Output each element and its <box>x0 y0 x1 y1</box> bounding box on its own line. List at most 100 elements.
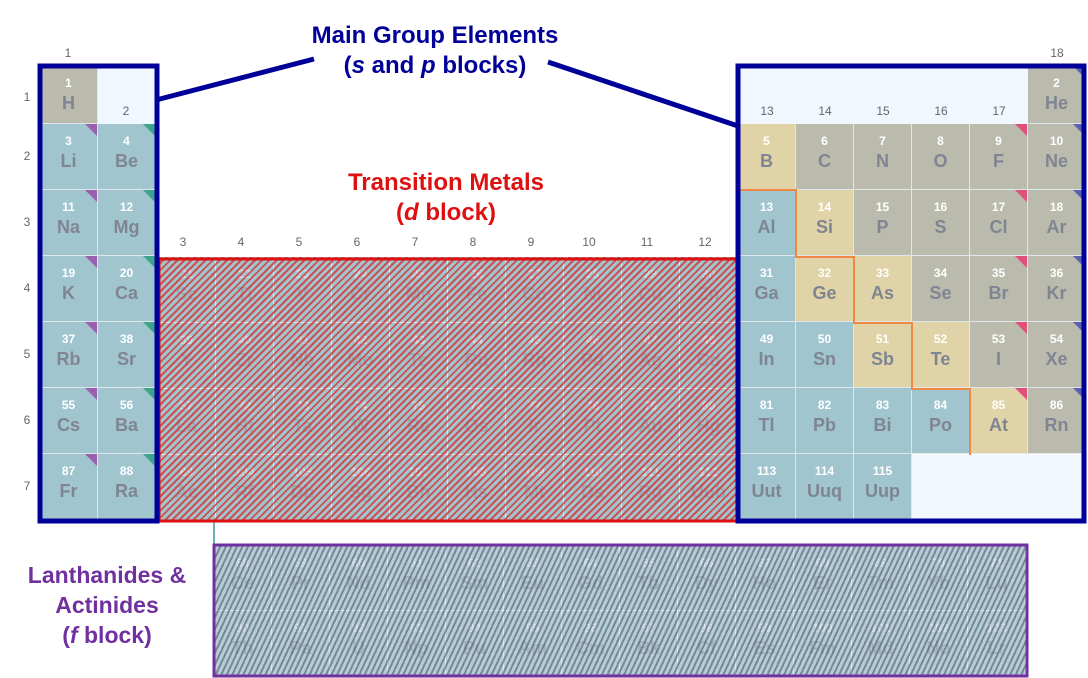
element-symbol: Sn <box>812 349 836 369</box>
noble-marker-icon <box>1073 388 1085 400</box>
element-symbol: Rb <box>56 349 81 369</box>
element-symbol: Rn <box>1044 415 1069 435</box>
f-block-title-line2: Actinides <box>55 592 159 618</box>
alkaline-marker-icon <box>143 256 155 268</box>
element-symbol: In <box>758 349 775 369</box>
alkali-marker-icon <box>85 454 97 466</box>
transition-title-line2: (d block) <box>300 198 592 228</box>
element-symbol: Uuq <box>807 481 842 501</box>
alkali-marker-icon <box>85 190 97 202</box>
alkali-marker-icon <box>85 256 97 268</box>
element-symbol: Ne <box>1044 151 1068 171</box>
alkali-marker-icon <box>85 124 97 136</box>
group-label: 1 <box>64 46 72 60</box>
group-label: 11 <box>640 235 654 249</box>
element-symbol: Kr <box>1046 283 1067 303</box>
paren: ( <box>395 199 404 226</box>
group-label: 2 <box>122 104 130 118</box>
atomic-number: 35 <box>991 266 1006 280</box>
empty-area <box>912 455 1086 521</box>
atomic-number: 33 <box>875 266 890 280</box>
atomic-number: 31 <box>759 266 774 280</box>
atomic-number: 12 <box>119 200 134 214</box>
halogen-marker-icon <box>1015 388 1027 400</box>
atomic-number: 1 <box>65 76 72 90</box>
element-symbol: Ar <box>1046 217 1067 237</box>
atomic-number: 2 <box>1053 76 1060 90</box>
block-label: block) <box>418 199 496 226</box>
atomic-number: 114 <box>814 464 835 478</box>
element-symbol: Uut <box>751 481 782 501</box>
alkaline-marker-icon <box>143 322 155 334</box>
noble-marker-icon <box>1073 124 1085 136</box>
element-symbol: Al <box>757 217 776 237</box>
group-label: 15 <box>876 104 890 118</box>
atomic-number: 15 <box>875 200 890 214</box>
element-symbol: Ga <box>754 283 779 303</box>
atomic-number: 17 <box>991 200 1006 214</box>
main-group-title-line2: (s and p blocks) <box>250 51 620 81</box>
atomic-number: 16 <box>933 200 948 214</box>
atomic-number: 83 <box>875 398 890 412</box>
group-label: 12 <box>698 235 712 249</box>
group-label: 9 <box>527 235 535 249</box>
element-symbol: C <box>818 151 831 171</box>
element-symbol: At <box>989 415 1008 435</box>
noble-marker-icon <box>1073 66 1085 78</box>
element-symbol: Xe <box>1045 349 1068 369</box>
atomic-number: 19 <box>61 266 76 280</box>
atomic-number: 51 <box>875 332 890 346</box>
element-symbol: Mg <box>113 217 140 237</box>
element-symbol: Ca <box>114 283 138 303</box>
element-symbol: As <box>870 283 894 303</box>
noble-marker-icon <box>1073 190 1085 202</box>
